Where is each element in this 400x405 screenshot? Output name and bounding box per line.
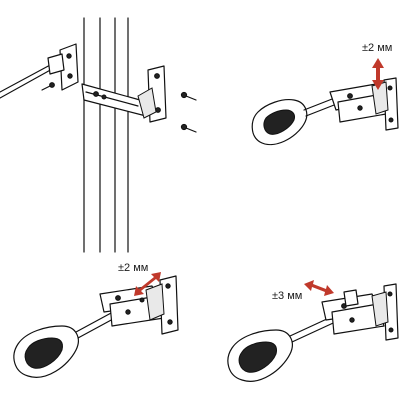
screwdriver-icon (227, 311, 345, 382)
double-arrow-icon (134, 272, 161, 296)
screw-icon (180, 91, 197, 101)
screwdriver-icon (251, 91, 353, 146)
panel-vertical-adjustment (251, 58, 399, 146)
panel-side-adjustment (227, 280, 399, 382)
vertical-adjustment-label: ±2 мм (362, 42, 393, 54)
double-arrow-icon (372, 58, 384, 90)
hinge-icon (81, 65, 167, 123)
double-arrow-icon (304, 280, 334, 296)
panel-depth-adjustment (13, 272, 179, 378)
side-adjustment-label: ±3 мм (272, 290, 303, 302)
screw-icon (41, 82, 55, 91)
hinge-icon (99, 275, 179, 335)
depth-adjustment-label: ±2 мм (118, 262, 149, 274)
screw-icon (180, 123, 197, 133)
screwdriver-icon (0, 63, 55, 99)
hinge-icon (321, 283, 399, 341)
panel-mounting (0, 17, 197, 253)
mounting-plate (47, 43, 79, 91)
cabinet-side-panel (83, 17, 129, 253)
hinge-icon (329, 77, 399, 131)
screwdriver-icon (13, 305, 127, 378)
